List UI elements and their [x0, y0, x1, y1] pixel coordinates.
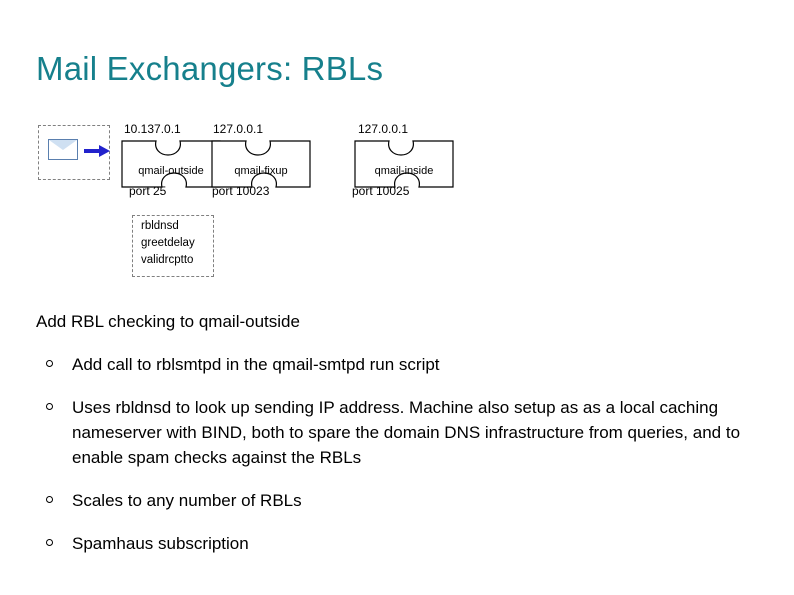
bullet-dot-icon	[46, 539, 53, 546]
intro-text: Add RBL checking to qmail-outside	[36, 312, 300, 331]
node-0-piece: qmail-outside	[116, 139, 226, 189]
mail-flow-diagram: 10.137.0.1 qmail-outside port 25 127.0.0…	[36, 112, 506, 287]
list-item: Scales to any number of RBLs	[36, 488, 752, 513]
puzzle-piece-shape	[211, 140, 311, 188]
envelope-icon	[48, 139, 78, 160]
list-item-text: Spamhaus subscription	[72, 534, 249, 553]
list-item: Add call to rblsmtpd in the qmail-smtpd …	[36, 352, 752, 377]
rbl-line-2: validrcptto	[141, 254, 194, 266]
list-item-text: Add call to rblsmtpd in the qmail-smtpd …	[72, 355, 440, 374]
list-item: Spamhaus subscription	[36, 531, 752, 556]
list-item-text: Scales to any number of RBLs	[72, 491, 302, 510]
rbl-services-group	[132, 215, 214, 277]
node-2-piece: qmail-inside	[349, 139, 459, 189]
list-item-text: Uses rbldnsd to look up sending IP addre…	[72, 398, 741, 467]
bullet-dot-icon	[46, 403, 53, 410]
bullet-dot-icon	[46, 360, 53, 367]
bullet-dot-icon	[46, 496, 53, 503]
node-0-ip: 10.137.0.1	[124, 122, 181, 136]
node-0-label: qmail-outside	[138, 165, 204, 177]
node-1-ip: 127.0.0.1	[213, 122, 264, 136]
node-2-ip: 127.0.0.1	[358, 122, 409, 136]
node-1-port: port 10023	[212, 184, 270, 198]
node-0-port: port 25	[129, 184, 167, 198]
rbl-line-0: rbldnsd	[141, 220, 179, 232]
node-1-label: qmail-fixup	[234, 165, 288, 177]
puzzle-piece-shape	[354, 140, 454, 188]
page-title: Mail Exchangers: RBLs	[36, 50, 384, 87]
list-item: Uses rbldnsd to look up sending IP addre…	[36, 395, 752, 470]
node-2-label: qmail-inside	[374, 165, 434, 177]
node-1-piece: qmail-fixup	[206, 139, 316, 189]
rbl-line-1: greetdelay	[141, 237, 195, 249]
arrow-right-icon	[84, 145, 110, 157]
node-2-port: port 10025	[352, 184, 410, 198]
bullet-list: Add call to rblsmtpd in the qmail-smtpd …	[36, 352, 752, 574]
